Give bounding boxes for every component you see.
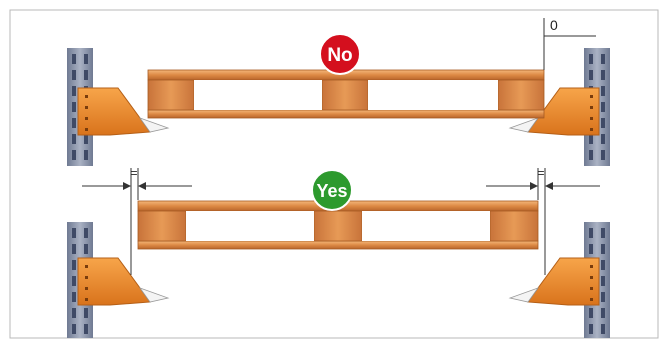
left-equal-label: = <box>130 166 137 180</box>
left-beam-bracket-top <box>77 87 170 136</box>
offset-label: 0 <box>550 17 558 33</box>
right-equal-label: = <box>537 166 544 180</box>
scene-incorrect: 0 No <box>67 17 610 166</box>
left-overhang-dimension: = <box>82 166 192 275</box>
left-beam-bracket-bottom <box>77 257 170 306</box>
no-badge: No <box>319 33 361 75</box>
right-beam-bracket-top <box>508 87 600 136</box>
yes-badge-label: Yes <box>316 181 347 201</box>
scene-correct: = = Yes <box>67 166 610 338</box>
offset-dimension: 0 <box>543 17 596 70</box>
yes-badge: Yes <box>311 169 353 211</box>
right-overhang-dimension: = <box>486 166 600 275</box>
pallet-misaligned <box>147 69 545 119</box>
right-beam-bracket-bottom <box>508 257 600 306</box>
no-badge-label: No <box>327 45 352 66</box>
